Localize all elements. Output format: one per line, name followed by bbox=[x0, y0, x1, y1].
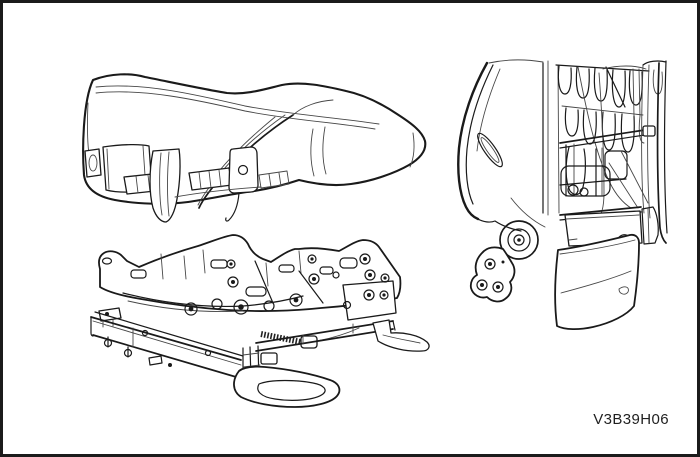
seat-cushion-drawing bbox=[82, 73, 427, 223]
seat-track-drawing bbox=[90, 234, 430, 408]
seat-back-drawing bbox=[457, 59, 668, 331]
seat-assembly-illustration bbox=[82, 59, 668, 408]
figure-code-label: V3B39H06 bbox=[593, 411, 669, 428]
